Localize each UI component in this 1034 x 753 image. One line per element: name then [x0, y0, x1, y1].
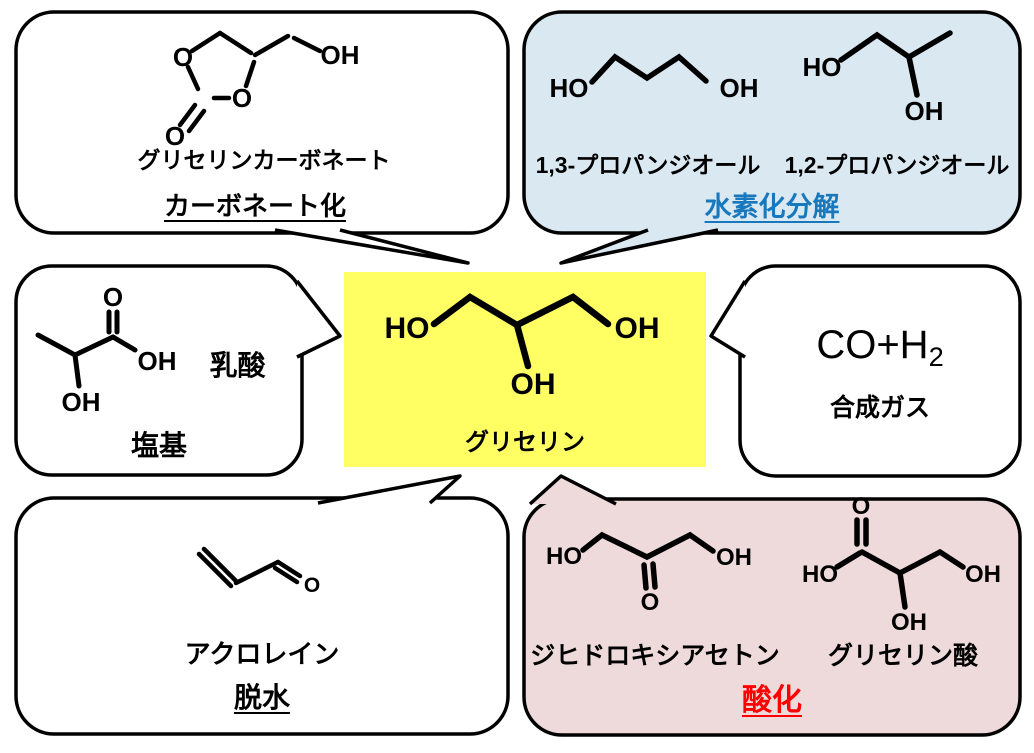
bubble-carbonate-tail	[274, 228, 470, 265]
bubble-hydrogenolysis	[522, 10, 1022, 235]
atom-oh: OH	[965, 561, 1001, 588]
bubble-carbonate	[14, 10, 510, 235]
carbonate-product-label: グリセリンカーボネート	[137, 147, 391, 173]
bubble-synthesis-gas	[738, 264, 1022, 478]
synthesis-gas-product-label: 合成ガス	[829, 394, 930, 422]
atom-oh: OH	[720, 73, 759, 103]
atom-ho: HO	[802, 561, 838, 588]
atom-ho: HO	[385, 312, 430, 345]
atom-oh: OH	[511, 368, 556, 401]
bubble-acrolein-tail	[317, 474, 462, 505]
atom-oh: OH	[321, 40, 360, 70]
atom-oh: OH	[138, 346, 177, 376]
bubble-acrolein	[14, 496, 510, 736]
glycerol-name-label: グリセリン	[465, 429, 585, 456]
atom-oh: OH	[62, 387, 101, 417]
atom-oh: OH	[905, 96, 944, 126]
atom-ho: HO	[803, 52, 842, 82]
dihydroxyacetone-label: ジヒドロキシアセトン	[530, 642, 780, 670]
atom-oh: OH	[891, 609, 927, 636]
glyceric-acid-structure: O HO OH OH	[802, 493, 1001, 636]
bubble-hydrogenolysis-tail	[559, 228, 719, 265]
glycerol-structure: HO OH OH	[385, 293, 660, 401]
atom-ho: HO	[546, 543, 582, 570]
lactic-acid-condition-label: 塩基	[130, 430, 187, 461]
hydrogenolysis-reaction-label: 水素化分解	[704, 192, 840, 222]
dihydroxyacetone-structure: HO O OH	[546, 531, 752, 616]
lactic-acid-product-label: 乳酸	[209, 350, 266, 381]
13-propanediol-structure: HO OH	[550, 53, 759, 103]
formula-main: CO+H	[816, 323, 929, 367]
glycerin-carbonate-structure: O O O OH	[165, 30, 360, 151]
acrolein-reaction-label: 脱水	[233, 682, 290, 713]
formula-subscript: 2	[928, 341, 944, 373]
carbonate-reaction-label: カーボネート化	[163, 191, 346, 221]
atom-ho: HO	[550, 73, 589, 103]
acrolein-structure: O	[196, 546, 320, 597]
acrolein-product-label: アクロレイン	[184, 639, 340, 669]
bubble-oxidation-tail	[528, 474, 617, 506]
center-glycerol-box	[344, 272, 706, 467]
13-propanediol-label: 1,3-プロパンジオール	[535, 152, 761, 178]
atom-o: O	[852, 493, 871, 520]
atom-oh: OH	[716, 544, 752, 571]
atom-o: O	[165, 121, 185, 151]
oxidation-reaction-label: 酸化	[742, 684, 802, 717]
atom-o: O	[641, 589, 660, 616]
bubble-synthesis-gas-tail	[709, 280, 747, 359]
atom-o: O	[103, 282, 123, 312]
bubble-lactic-acid-tail	[295, 279, 342, 359]
bubble-lactic-acid	[14, 264, 304, 477]
glyceric-acid-label: グリセリン酸	[827, 642, 978, 670]
atom-o: O	[232, 83, 252, 113]
atom-oh: OH	[615, 312, 660, 345]
synthesis-gas-formula: CO+H2	[740, 322, 1020, 372]
lactic-acid-structure: O OH OH	[35, 282, 177, 417]
12-propanediol-structure: HO OH	[803, 30, 953, 126]
atom-o: O	[304, 574, 320, 597]
12-propanediol-label: 1,2-プロパンジオール	[784, 152, 1010, 178]
atom-o: O	[173, 42, 193, 72]
